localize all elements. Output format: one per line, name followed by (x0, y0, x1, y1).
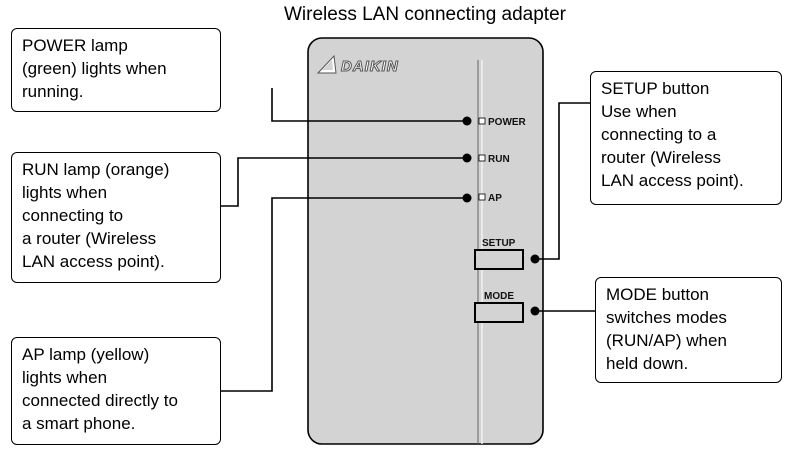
callout-line: switches modes (606, 308, 727, 327)
setup-button-callout: SETUP button Use when connecting to a ro… (590, 71, 782, 205)
callout-line: LAN access point). (601, 171, 744, 190)
callout-line: AP lamp (yellow) (22, 345, 150, 364)
callout-line: SETUP button (601, 79, 710, 98)
setup-button-label: SETUP (482, 238, 516, 249)
power-lamp-callout: POWER lamp (green) lights when running. (11, 28, 221, 112)
run-lamp-callout: RUN lamp (orange) lights when connecting… (11, 152, 221, 283)
setup-leader-line (536, 102, 590, 260)
mode-button[interactable] (474, 302, 524, 323)
ap-leader-dot (462, 193, 472, 203)
callout-line: Use when (601, 102, 677, 121)
callout-line: router (Wireless (601, 148, 721, 167)
run-leader-line (221, 157, 467, 207)
callout-line: connecting to a (601, 125, 717, 144)
callout-line: connecting to (22, 206, 124, 225)
callout-line: held down. (606, 354, 689, 373)
diagram-title: Wireless LAN connecting adapter (284, 4, 566, 25)
daikin-logo: DAIKIN (316, 54, 399, 76)
brand-text: DAIKIN (341, 58, 399, 75)
setup-button[interactable] (474, 249, 524, 270)
power-leader-dot (462, 116, 472, 126)
callout-line: a smart phone. (22, 414, 136, 433)
power-led (478, 117, 486, 125)
ap-led (478, 193, 486, 201)
callout-line: a router (Wireless (22, 229, 157, 248)
callout-line: (green) lights when (22, 59, 167, 78)
mode-leader-dot (530, 306, 540, 316)
callout-line: lights when (22, 183, 108, 202)
callout-line: RUN lamp (orange) (22, 160, 170, 179)
run-leader-dot (462, 153, 472, 163)
callout-line: MODE button (606, 285, 709, 304)
mode-button-callout: MODE button switches modes (RUN/AP) when… (595, 277, 782, 383)
power-led-label: POWER (488, 117, 527, 128)
ap-led-label: AP (488, 193, 502, 204)
power-leader-line (271, 88, 467, 122)
mode-button-label: MODE (484, 291, 514, 302)
callout-line: POWER lamp (22, 36, 128, 55)
callout-line: connected directly to (22, 391, 178, 410)
run-led-label: RUN (488, 154, 510, 165)
adapter-body (307, 37, 544, 445)
ap-leader-line (221, 197, 467, 392)
setup-leader-dot (530, 254, 540, 264)
callout-line: (RUN/AP) when (606, 331, 727, 350)
ap-lamp-callout: AP lamp (yellow) lights when connected d… (11, 337, 221, 445)
callout-line: running. (22, 82, 84, 101)
callout-line: LAN access point). (22, 252, 165, 271)
run-led (478, 154, 486, 162)
callout-line: lights when (22, 368, 108, 387)
